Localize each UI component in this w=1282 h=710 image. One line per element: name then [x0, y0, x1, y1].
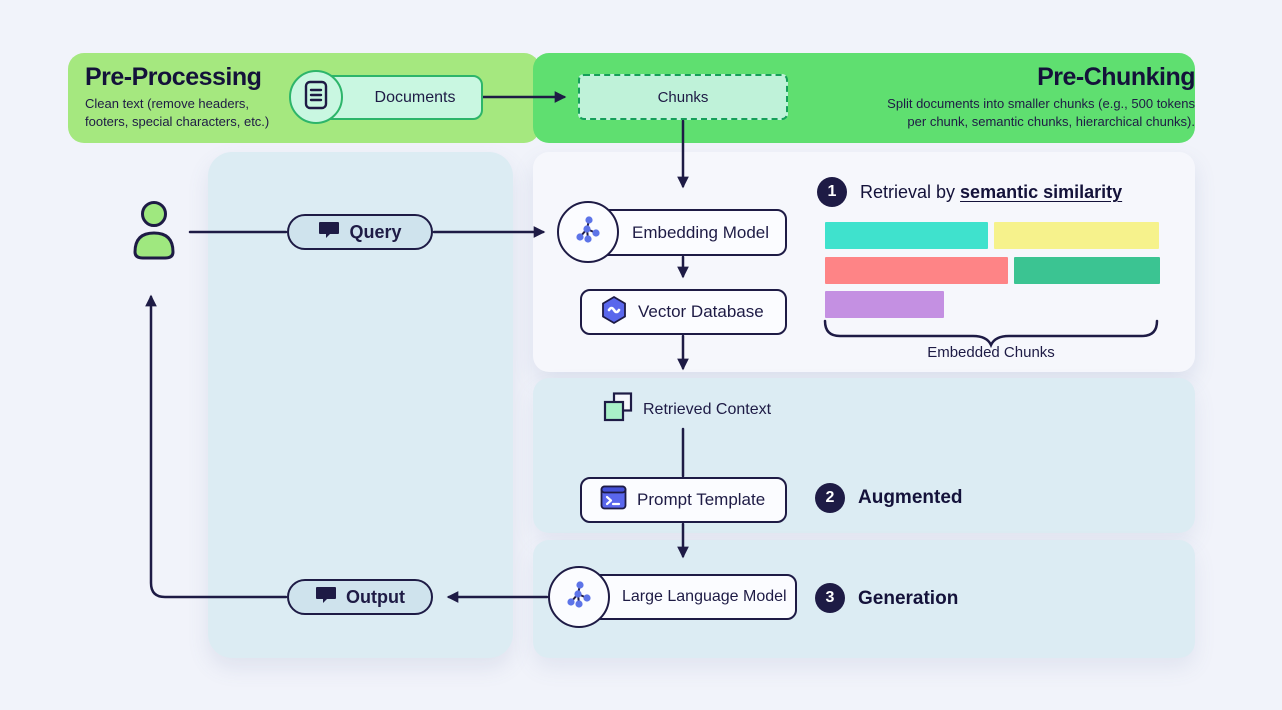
embedded-chunk-bar [994, 222, 1159, 249]
output-node: Output [287, 579, 433, 615]
embedded-chunks-row-1 [825, 222, 1159, 249]
llm-icon-circle [548, 566, 610, 628]
step-1-badge: 1 [817, 177, 847, 207]
document-icon [303, 80, 329, 115]
step-3-badge: 3 [815, 583, 845, 613]
prechunking-title: Pre-Chunking [1037, 63, 1195, 91]
documents-icon-circle [289, 70, 343, 124]
chunks-label: Chunks [657, 88, 709, 106]
terminal-icon [600, 485, 627, 515]
vector-database-label: Vector Database [638, 302, 764, 321]
embedded-chunks-row-3 [825, 291, 944, 318]
embedded-chunks-label: Embedded Chunks [927, 344, 1055, 361]
embedded-chunk-bar [825, 257, 1008, 284]
preprocessing-subtitle-line2: footers, special characters, etc.) [85, 113, 270, 129]
embedding-model-label: Embedding Model [632, 222, 770, 242]
prompt-template-label: Prompt Template [637, 490, 766, 509]
network-graph-icon [570, 212, 606, 253]
vector-database-box: Vector Database [580, 289, 787, 335]
generation-label: Generation [858, 588, 959, 609]
preprocessing-header: Pre-Processing Clean text (remove header… [85, 63, 269, 131]
retrieved-context-node: Retrieved Context [603, 392, 771, 428]
documents-node: Documents [289, 70, 483, 124]
chunks-box: Chunks [578, 74, 788, 120]
embedded-chunk-bar [825, 222, 988, 249]
embedded-chunk-bar [1014, 257, 1160, 284]
output-label: Output [346, 586, 405, 607]
speech-bubble-icon [318, 221, 340, 243]
query-node: Query [287, 214, 433, 250]
retrieval-heading-prefix: Retrieval by [860, 182, 961, 202]
llm-box: Large Language Model [570, 574, 797, 620]
preprocessing-title: Pre-Processing [85, 63, 262, 91]
vector-database-icon [600, 295, 628, 330]
query-label: Query [349, 221, 402, 242]
prechunking-subtitle-line1: Split documents into smaller chunks (e.g… [887, 96, 1195, 111]
user-icon [128, 200, 180, 267]
retrieved-context-label: Retrieved Context [643, 401, 772, 418]
step-2-badge: 2 [815, 483, 845, 513]
embedded-chunk-bar [825, 291, 944, 318]
retrieval-heading: Retrieval by semantic similarity [860, 182, 1122, 203]
preprocessing-subtitle-line1: Clean text (remove headers, [85, 96, 250, 111]
embedding-model-icon-circle [557, 201, 619, 263]
network-graph-icon [561, 577, 597, 618]
embedded-chunks-row-2 [825, 257, 1160, 284]
documents-label: Documents [374, 88, 456, 106]
retrieved-context-icon [603, 392, 634, 428]
llm-label: Large Language Model [622, 588, 787, 605]
retrieval-heading-emphasis: semantic similarity [960, 182, 1123, 202]
prompt-template-box: Prompt Template [580, 477, 787, 523]
prechunking-subtitle-line2: per chunk, semantic chunks, hierarchical… [907, 113, 1195, 129]
augmented-label: Augmented [858, 487, 963, 508]
speech-bubble-icon [315, 586, 337, 608]
prechunking-header: Pre-Chunking Split documents into smalle… [887, 63, 1195, 131]
